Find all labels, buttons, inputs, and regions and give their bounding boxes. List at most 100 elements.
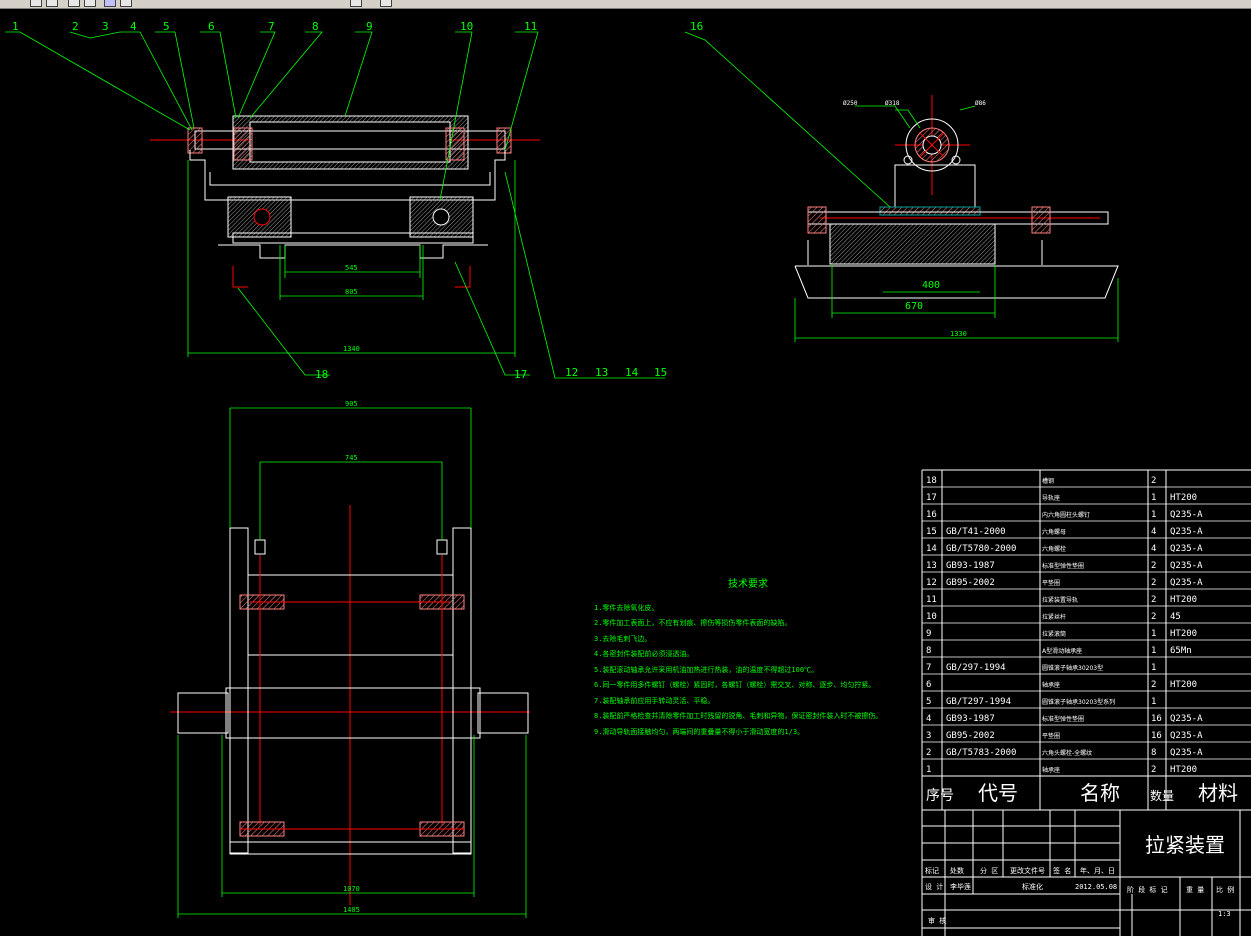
bom-cell-qty: 2 bbox=[1151, 476, 1156, 486]
bom-cell-name: 六角螺栓 bbox=[1042, 545, 1066, 553]
cad-toolbar bbox=[0, 0, 1251, 9]
bom-cell-name: 标准型弹性垫圈 bbox=[1042, 715, 1084, 723]
dim-670: 670 bbox=[905, 301, 923, 312]
redo-icon[interactable] bbox=[84, 0, 96, 7]
bom-cell-material: Q235-A bbox=[1170, 510, 1203, 520]
tb-change-doc: 更改文件号 bbox=[1010, 866, 1045, 875]
zoom-icon[interactable] bbox=[104, 0, 116, 7]
top-view bbox=[170, 505, 530, 905]
channel-right bbox=[455, 266, 471, 288]
front-dimensions bbox=[187, 160, 516, 357]
help-icon[interactable] bbox=[380, 0, 392, 7]
bom-header-no: 序号 bbox=[926, 788, 954, 804]
pan-icon[interactable] bbox=[120, 0, 132, 7]
bom-cell-no: 4 bbox=[926, 714, 931, 724]
layer-icon[interactable] bbox=[350, 0, 362, 7]
tb-design-date: 2012.05.08 bbox=[1075, 883, 1117, 891]
bom-cell-qty: 2 bbox=[1151, 595, 1156, 605]
bom-cell-qty: 1 bbox=[1151, 629, 1156, 639]
dim-1330: 1330 bbox=[950, 330, 967, 338]
bom-cell-no: 11 bbox=[926, 595, 937, 605]
front-leader-numbers: 1 2 3 4 5 6 7 8 9 10 11 18 17 12 13 14 1… bbox=[12, 20, 667, 381]
tb-count: 处数 bbox=[950, 866, 964, 875]
leader-9: 9 bbox=[366, 20, 373, 33]
dim-1405: 1405 bbox=[343, 906, 360, 914]
undo-icon[interactable] bbox=[68, 0, 80, 7]
leader-13: 13 bbox=[595, 366, 608, 379]
rail-left bbox=[229, 527, 249, 854]
bom-cell-name: A型滑动轴承座 bbox=[1042, 647, 1082, 655]
leader-12: 12 bbox=[565, 366, 578, 379]
bom-cell-material: HT200 bbox=[1170, 629, 1197, 639]
channel-left bbox=[232, 266, 248, 288]
rail-right bbox=[452, 527, 472, 854]
bom-header: 序号 代号 名称 数量 材料 bbox=[926, 781, 1238, 805]
bom-cell-no: 12 bbox=[926, 578, 937, 588]
bom-cell-code: GB/297-1994 bbox=[946, 663, 1006, 673]
bom-cell-material: Q235-A bbox=[1170, 714, 1203, 724]
bom-cell-qty: 2 bbox=[1151, 578, 1156, 588]
bom-cell-qty: 2 bbox=[1151, 680, 1156, 690]
bom-cell-code: GB93-1987 bbox=[946, 561, 995, 571]
bom-cell-material: Q235-A bbox=[1170, 561, 1203, 571]
bearing-seat-left bbox=[187, 127, 203, 154]
bom-cell-no: 2 bbox=[926, 748, 931, 758]
leader-10: 10 bbox=[460, 20, 473, 33]
tech-item: 2.零件加工表面上，不应有划痕、擦伤等损伤零件表面的缺陷。 bbox=[594, 618, 791, 627]
open-icon[interactable] bbox=[46, 0, 58, 7]
front-leaders bbox=[5, 31, 665, 379]
bom-header-name: 名称 bbox=[1080, 781, 1120, 805]
bom-cell-no: 18 bbox=[926, 476, 937, 486]
tb-designer: 李毕莲 bbox=[950, 882, 971, 891]
bom-cell-no: 13 bbox=[926, 561, 937, 571]
bom-cell-qty: 16 bbox=[1151, 731, 1162, 741]
drawing-title: 拉紧装置 bbox=[1145, 833, 1225, 857]
title-block-text: 拉紧装置 标记 处数 分 区 更改文件号 签 名 年、月、日 设 计 李毕莲 标… bbox=[925, 833, 1234, 925]
bom-cell-material: 45 bbox=[1170, 612, 1181, 622]
bom-cell-name: 拉紧装置导轨 bbox=[1042, 596, 1078, 604]
new-icon[interactable] bbox=[30, 0, 42, 7]
tech-item: 4.各密封件装配前必须浸透油。 bbox=[594, 649, 693, 658]
front-view bbox=[150, 115, 540, 288]
bom-cell-name: 标准型弹性垫圈 bbox=[1042, 562, 1084, 570]
tech-title: 技术要求 bbox=[728, 577, 768, 590]
bom-cell-material: HT200 bbox=[1170, 680, 1197, 690]
leader-16: 16 bbox=[690, 20, 703, 33]
bom-cell-material: Q235-A bbox=[1170, 748, 1203, 758]
drum-circle bbox=[905, 118, 959, 172]
side-dimensions bbox=[684, 31, 1119, 342]
leader-11: 11 bbox=[524, 20, 537, 33]
bom-cell-material: 65Mn bbox=[1170, 646, 1192, 656]
bom-cell-code: GB/T41-2000 bbox=[946, 527, 1006, 537]
bom-cell-name: 拉紧丝杆 bbox=[1042, 613, 1066, 621]
tech-item: 1.零件去除氧化皮。 bbox=[594, 603, 658, 612]
bom-cell-qty: 1 bbox=[1151, 646, 1156, 656]
bom-cell-qty: 1 bbox=[1151, 697, 1156, 707]
tech-requirements: 技术要求 1.零件去除氧化皮。 2.零件加工表面上，不应有划痕、擦伤等损伤零件表… bbox=[594, 577, 882, 736]
bom-cell-material: Q235-A bbox=[1170, 544, 1203, 554]
bom-cell-qty: 2 bbox=[1151, 612, 1156, 622]
tb-review: 审 核 bbox=[928, 916, 946, 925]
bom-cell-no: 7 bbox=[926, 663, 931, 673]
tech-item: 9.滑动导轨面接触均匀，两端间的重叠量不得小于滑动宽度的1/3。 bbox=[594, 727, 804, 736]
bom-cell-qty: 1 bbox=[1151, 493, 1156, 503]
bom-cell-material: Q235-A bbox=[1170, 731, 1203, 741]
bom-cell-name: 轴承座 bbox=[1042, 766, 1060, 774]
tb-signature: 签 名 bbox=[1053, 866, 1071, 875]
tech-item: 8.装配前严格检查并清除零件加工时残留的锐角、毛刺和异物，保证密封件装入时不被擦… bbox=[594, 711, 882, 720]
cad-drawing-canvas[interactable]: 545 805 1340 1 2 3 4 5 6 7 8 9 10 11 18 … bbox=[0, 9, 1251, 936]
callout-d318: Ø318 bbox=[885, 100, 900, 107]
tech-item: 6.同一零件用多件螺钉（螺栓）紧固时，各螺钉（螺栓）需交叉、对称、逐步、均匀拧紧… bbox=[594, 680, 875, 689]
bom-cell-qty: 16 bbox=[1151, 714, 1162, 724]
dim-805: 805 bbox=[345, 288, 358, 296]
callout-d250: Ø250 bbox=[843, 100, 858, 107]
tech-item: 7.装配轴承前应用手转动灵活、平稳。 bbox=[594, 696, 714, 705]
bom-cell-qty: 2 bbox=[1151, 765, 1156, 775]
